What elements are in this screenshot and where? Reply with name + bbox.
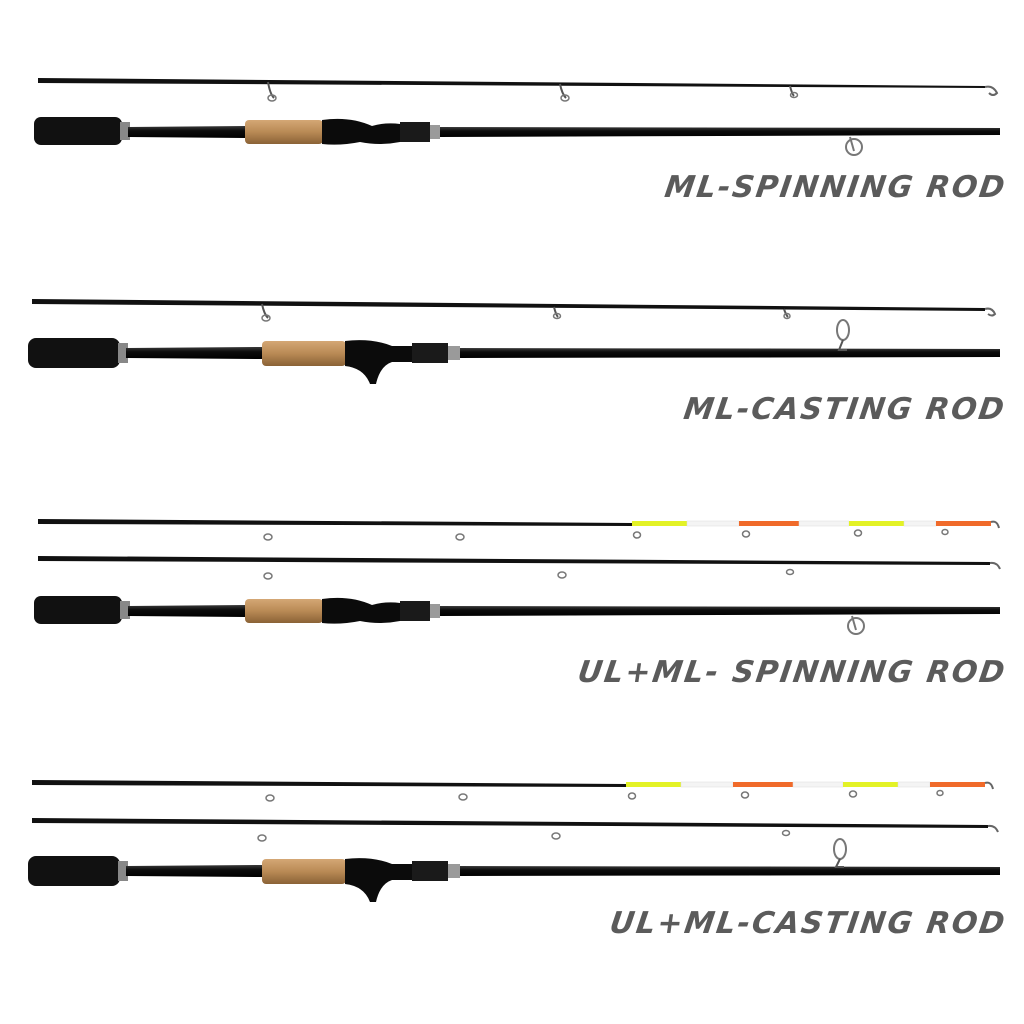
rod-ul-ml-casting [28,780,1000,902]
rod-ml-casting [28,299,1000,384]
butt-section [34,117,1000,156]
butt-section [28,319,1000,384]
butt-section [34,596,1000,635]
product-label: UL+ML-CASTING ROD [607,906,1009,941]
tip-section-ml [38,556,1001,580]
rod-ml-spinning [34,78,1000,156]
tip-section-ul [38,519,1000,541]
product-label: UL+ML- SPINNING ROD [575,655,1009,690]
product-label: ML-CASTING ROD [681,392,1009,427]
tip-section-ml [32,299,997,322]
rod-ul-ml-spinning [34,519,1001,635]
tip-section-ml [32,818,999,842]
product-label: ML-SPINNING ROD [662,170,1009,205]
tip-section-ul [32,780,994,802]
tip-section-ml [38,78,999,102]
butt-section [28,838,1000,902]
